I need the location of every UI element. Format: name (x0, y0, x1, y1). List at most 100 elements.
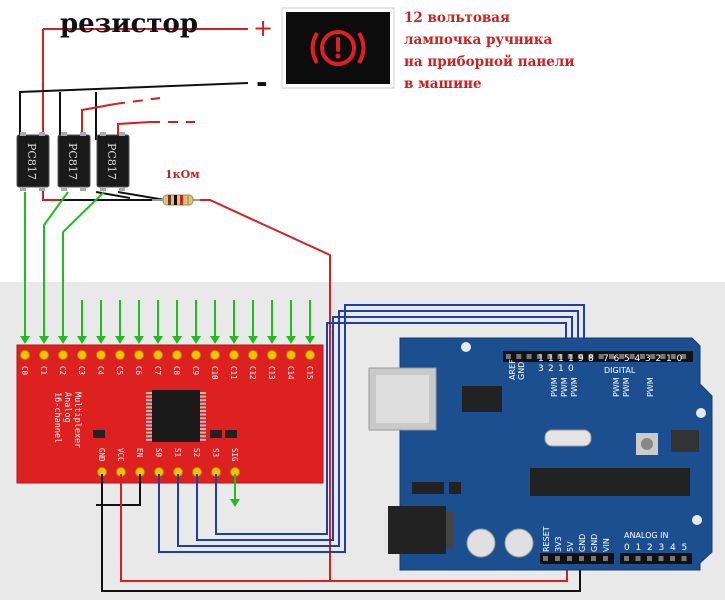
arrow-head (172, 336, 182, 344)
pwm-label: PWM (622, 377, 631, 397)
arrow-head (210, 336, 220, 344)
power-pin-label: GND (590, 534, 599, 552)
mux-channel-label: C7 (153, 366, 162, 375)
smd-capacitor (93, 430, 105, 438)
arrow-head (153, 336, 163, 344)
digital-pin-number: 1 (548, 354, 554, 364)
mux-pin (20, 350, 30, 360)
mux-pin (77, 350, 87, 360)
mux-name-line: 16-channel (52, 392, 62, 443)
optocoupler-2: PC817 (57, 132, 91, 191)
arrow-head (267, 336, 277, 344)
digital-pin-number: 3 (538, 364, 544, 374)
mux-pin (286, 350, 296, 360)
power-pin-label: 5V (566, 541, 575, 552)
optocoupler-3: PC817 (96, 132, 130, 191)
caption-line: лампочка ручника (404, 32, 553, 48)
mux-control-label: S0 (154, 448, 163, 458)
mux-channel-label: C5 (115, 366, 124, 375)
arrow-head (96, 336, 106, 344)
pwm-label: PWM (550, 377, 559, 397)
mux-channel-label: C15 (305, 366, 314, 380)
mux-channel-label: C14 (286, 366, 295, 380)
mux-control-label: S2 (192, 448, 201, 457)
digital-header (503, 351, 693, 362)
optocoupler-label: PC817 (25, 143, 38, 180)
mux-pin (172, 350, 182, 360)
mux-name-line: Multiplexer (72, 392, 82, 448)
digital-pin-number: 8 (588, 354, 594, 364)
arrow-head (20, 336, 30, 344)
mux-control-label: S1 (173, 448, 182, 457)
title: резистор (60, 9, 198, 39)
crystal (544, 429, 592, 447)
digital-pin-number: 1 (558, 354, 564, 364)
optocoupler-label: PC817 (105, 143, 118, 180)
minus-sign: - (256, 66, 268, 99)
mux-control-pins (97, 467, 240, 477)
mux-channel-label: C10 (210, 366, 219, 380)
analog-pin-number: 2 (647, 543, 653, 553)
plus-sign: + (253, 14, 273, 42)
mux-chip (146, 390, 206, 442)
mux-control-label: VCC (116, 448, 125, 462)
mux-control-label: SIG (230, 448, 239, 462)
digital-pin-number: 0 (677, 354, 683, 364)
brake-lamp (281, 7, 395, 89)
arrow-head (77, 336, 87, 344)
capacitor (504, 528, 534, 558)
mux-pin (96, 350, 106, 360)
mux-channel-label: C0 (20, 366, 29, 376)
power-pin-label: GND (578, 534, 587, 552)
arrow-head (191, 336, 201, 344)
arrow-head (39, 336, 49, 344)
mounting-hole (461, 342, 471, 352)
smd-capacitor (210, 430, 222, 438)
mux-pin (248, 350, 258, 360)
mux-pin (229, 350, 239, 360)
pwm-label: PWM (570, 377, 579, 397)
digital-pin-number: 1 (558, 364, 564, 374)
mux-pin (39, 350, 49, 360)
caption-line: на приборной панели (404, 54, 574, 70)
power-pin-label: 3V3 (554, 536, 563, 552)
mux-channel-label: C4 (96, 366, 105, 376)
analog-pin-number: 4 (670, 543, 676, 553)
lamp-caption: 12 вольтовая лампочка ручника на приборн… (404, 10, 574, 92)
mux-pin (134, 350, 144, 360)
mux-pin (58, 350, 68, 360)
analog-pin-number: 3 (659, 543, 665, 553)
digital-pin-number: 6 (614, 354, 620, 364)
analog-pin-number: 1 (636, 543, 642, 553)
digital-pin-number: 1 (568, 354, 574, 364)
mux-pin (191, 350, 201, 360)
optocoupler-1: PC817 (16, 132, 50, 191)
mux-channel-label: C2 (58, 366, 67, 375)
usb-chip (462, 386, 502, 412)
mounting-hole (692, 515, 702, 525)
digital-pin-number: 1 (538, 354, 544, 364)
pwm-label: PWM (612, 377, 621, 397)
usb-connector-inner (376, 375, 429, 423)
digital-pin-number: 3 (645, 354, 651, 364)
mux-name: 16-channel Analog Multiplexer (52, 392, 82, 448)
arrow-head (248, 336, 258, 344)
mux-channel-label: C9 (191, 366, 200, 375)
analog-pin-number: 0 (624, 543, 630, 553)
mux-control-label: S3 (211, 448, 220, 457)
mux-control-label: GND (97, 448, 106, 462)
digital-pin-number: 5 (624, 354, 630, 364)
digital-label: DIGITAL (604, 366, 636, 375)
digital-pin-number: 4 (635, 354, 641, 364)
optocoupler-label: PC817 (66, 143, 79, 180)
reset-button-cap (641, 438, 653, 450)
arrow-head (58, 336, 68, 344)
mux-channel-label: C1 (39, 366, 48, 375)
power-header (540, 553, 614, 564)
power-jack (388, 506, 446, 554)
arrow-head (115, 336, 125, 344)
